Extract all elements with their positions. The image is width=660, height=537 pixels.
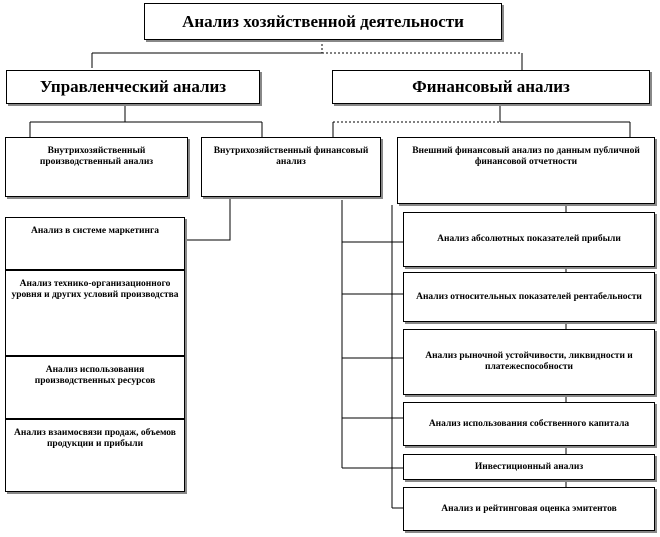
- management-analysis-box: Управленческий анализ: [6, 70, 260, 104]
- management-analysis-title: Управленческий анализ: [39, 77, 227, 97]
- management-item-sales-profit: Анализ взаимосвязи продаж, объемов проду…: [5, 419, 185, 492]
- financial-analysis-title: Финансовый анализ: [412, 77, 570, 97]
- internal-financial-analysis-label: Внутрихозяйственный финансовый анализ: [213, 146, 369, 167]
- financial-analysis-box: Финансовый анализ: [332, 70, 650, 104]
- external-financial-analysis-box: Внешний финансовый анализ по данным публ…: [397, 137, 655, 204]
- management-item-resources: Анализ использования производственных ре…: [5, 356, 185, 419]
- internal-production-analysis-label: Внутрихозяйственный производственный ана…: [39, 146, 154, 167]
- management-item-label: Анализ использования производственных ре…: [34, 365, 156, 386]
- financial-item-investment: Инвестиционный анализ: [403, 454, 655, 480]
- root-box: Анализ хозяйственной деятельности: [144, 3, 502, 40]
- financial-item-label: Анализ использования собственного капита…: [428, 418, 630, 429]
- financial-item-equity: Анализ использования собственного капита…: [403, 402, 655, 446]
- financial-item-stability-liquidity: Анализ рыночной устойчивости, ликвидност…: [403, 329, 655, 395]
- internal-financial-analysis-box: Внутрихозяйственный финансовый анализ: [201, 137, 381, 197]
- management-item-label: Анализ взаимосвязи продаж, объемов проду…: [14, 428, 176, 449]
- financial-item-profitability: Анализ относительных показателей рентабе…: [403, 272, 655, 322]
- management-item-label: Анализ технико-организационного уровня и…: [11, 279, 179, 300]
- financial-item-label: Анализ абсолютных показателей прибыли: [437, 234, 621, 245]
- financial-item-label: Анализ рыночной устойчивости, ликвидност…: [425, 351, 633, 372]
- management-item-label: Анализ в системе маркетинга: [30, 226, 160, 236]
- financial-item-label: Инвестиционный анализ: [474, 461, 584, 472]
- root-title: Анализ хозяйственной деятельности: [182, 11, 464, 31]
- internal-production-analysis-box: Внутрихозяйственный производственный ана…: [5, 137, 188, 197]
- financial-item-issuer-rating: Анализ и рейтинговая оценка эмитентов: [403, 487, 655, 531]
- management-item-technical-level: Анализ технико-организационного уровня и…: [5, 270, 185, 356]
- financial-item-label: Анализ относительных показателей рентабе…: [416, 291, 642, 302]
- management-item-marketing: Анализ в системе маркетинга: [5, 217, 185, 270]
- external-financial-analysis-label: Внешний финансовый анализ по данным публ…: [412, 146, 640, 167]
- financial-item-label: Анализ и рейтинговая оценка эмитентов: [441, 503, 617, 514]
- financial-item-absolute-profit: Анализ абсолютных показателей прибыли: [403, 212, 655, 267]
